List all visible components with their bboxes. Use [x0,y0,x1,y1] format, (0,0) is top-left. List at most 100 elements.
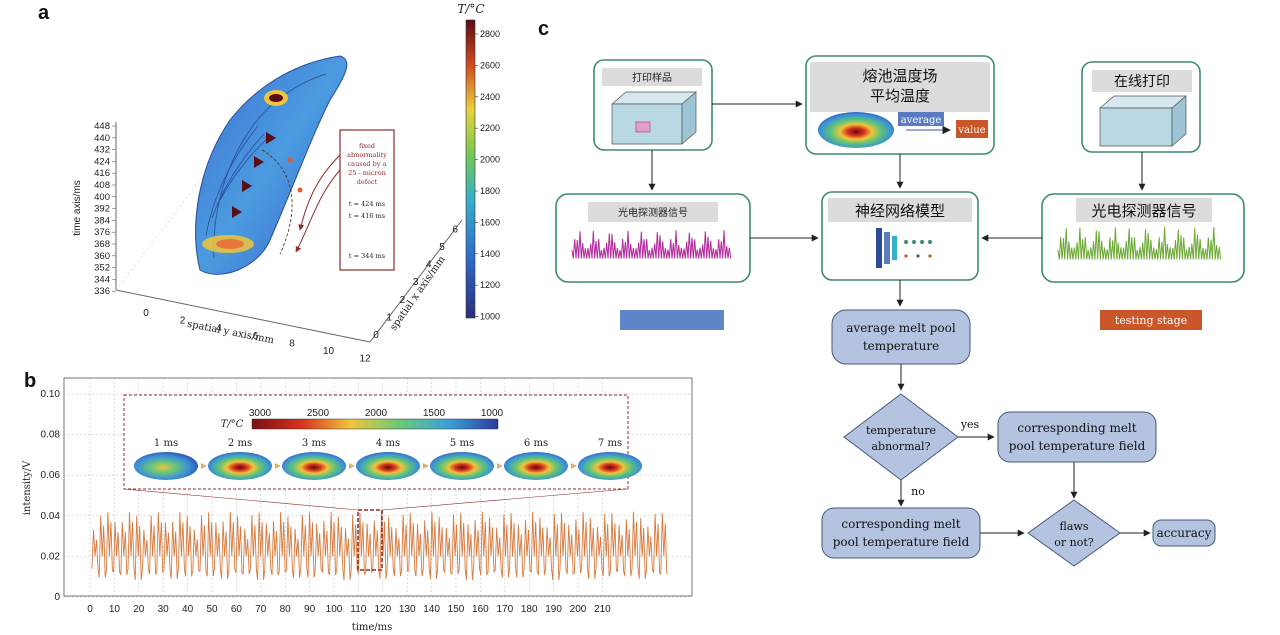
frame-arrow-icon [571,463,577,469]
x-tick: 3 [413,277,419,288]
inset-colorbar-label: T/°C [221,419,244,430]
plot-b-x-tick: 150 [448,604,465,615]
time-tick: 408 [94,180,110,191]
x-tick: 4 [426,260,432,271]
frame-label: 7 ms [598,438,622,449]
print-sample-tag [602,68,702,86]
x-tick: 5 [439,242,445,253]
panel-a: fixed abnormality caused by a 25 - micro… [72,2,500,365]
frame-label: 1 ms [154,438,178,449]
inset-colorbar-tick: 3000 [249,408,272,419]
testing-stage-tag [1100,310,1202,330]
flaws-decision [1027,499,1121,567]
y-axis-label: spatial y axis/mm [186,319,275,347]
avg-temp-label: 平均温度 [870,88,930,105]
neural-net-tag [828,198,972,222]
panel-c-label: c [538,18,550,40]
frame-melt-pool [504,452,568,480]
plot-b-x-tick: 180 [521,604,538,615]
frame-label: 2 ms [228,438,252,449]
plot-b-x-tick: 70 [255,604,267,615]
training-stage-bar [620,310,724,330]
colorbar-a-tick: 1000 [480,312,500,322]
annotation-line-1: fixed [359,142,375,150]
corr-field-right-node [997,411,1157,463]
frame-melt-pool [356,452,420,480]
neural-net-icon [876,228,932,268]
colorbar-a-tick: 1400 [480,249,500,259]
plot-b-x-tick: 200 [570,604,587,615]
photo-signal-left-wave [571,230,732,259]
time-tick: 344 [94,274,110,285]
time-tick: 336 [94,286,110,297]
frame-arrow-icon [349,463,355,469]
panel-b-label: b [24,370,37,392]
corr-field-bottom-line2: pool temperature field [833,535,970,549]
plot-b-y-tick: 0.10 [41,389,61,400]
y-tick: 6 [253,331,259,342]
plot-b-x-tick: 190 [545,604,562,615]
flaws-line1: flaws [1060,520,1089,533]
colorbar-a-tick: 2600 [480,60,500,70]
no-label: no [911,485,925,498]
time-tick: 424 [94,156,110,167]
photo-signal-left-label: 光电探测器信号 [618,206,688,219]
annotation-line-5: defect [357,178,378,186]
time-tick: 384 [94,215,110,226]
x-axis-label: spatial x axis/mm [388,254,448,333]
intensity-signal-line [91,511,668,581]
photo-signal-right-wave [1057,226,1222,260]
neural-net-label: 神经网络模型 [855,203,945,220]
plot-b-x-tick: 210 [594,604,611,615]
avg-melt-pool-line1: average melt pool [846,321,956,335]
plot-b-x-tick: 100 [326,604,343,615]
time-tick: 440 [94,133,110,144]
y-tick: 8 [289,338,295,349]
annotation-line-4: 25 - micron [348,169,386,177]
accuracy-node [1152,519,1216,547]
plot-b-x-tick: 120 [374,604,391,615]
inset-colorbar [251,418,499,430]
colorbar-a-tick: 1600 [480,217,500,227]
plot-b-x-tick: 60 [231,604,243,615]
plot-b-y-ticks: 0.100.080.060.040.020 [41,389,61,603]
photo-signal-left-tag [588,202,718,222]
time-tick: 432 [94,145,110,156]
x-tick: 1 [386,312,392,323]
value-label: value [957,125,985,136]
y-tick: 0 [143,308,149,319]
average-tag [898,112,944,126]
plot-b-x-tick: 130 [399,604,416,615]
y-tick: 2 [180,316,186,327]
print-sample-label: 打印样品 [632,71,672,84]
photo-signal-right-tag [1076,198,1212,222]
frame-label: 5 ms [450,438,474,449]
melt-pool-field-tag [810,62,990,112]
print-sample-block [611,91,697,145]
temperature-slab-stack [195,55,348,275]
annotation-line-3: caused by a [348,160,387,168]
x-tick: 2 [400,295,406,306]
plot-b-y-tick: 0 [54,592,60,603]
plot-b-x-label: time/ms [352,622,393,633]
frame-arrow-icon [275,463,281,469]
plot-b-x-tick: 10 [109,604,121,615]
time-axis-ticks: 4484404324244164084003923843763683603523… [94,121,116,297]
colorbar-a-title: T/°C [457,2,484,16]
y-tick: 12 [359,354,371,365]
plot-b-x-tick: 90 [304,604,316,615]
avg-melt-pool-line2: temperature [863,339,939,353]
inset-colorbar-tick: 1000 [481,408,504,419]
frame-melt-pool [430,452,494,480]
accuracy-label: accuracy [1157,526,1212,540]
x-tick: 0 [373,330,379,341]
time-tick: 360 [94,251,110,262]
zoom-region-box [357,509,383,571]
